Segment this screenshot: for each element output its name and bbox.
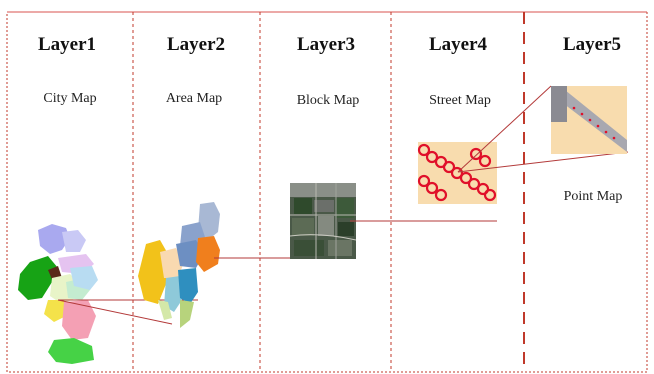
layer2-title: Layer2 xyxy=(167,34,225,55)
layer3-title: Layer3 xyxy=(297,34,355,55)
area-map-image xyxy=(138,202,220,328)
layer5-subtitle: Point Map xyxy=(564,189,623,204)
block-map-image xyxy=(289,183,357,259)
city-connector-b xyxy=(57,299,173,325)
layer3-subtitle: Block Map xyxy=(297,93,360,108)
layer4-title: Layer4 xyxy=(429,34,488,55)
point-markers xyxy=(572,106,616,140)
layer5-title: Layer5 xyxy=(563,34,621,55)
layer2-subtitle: Area Map xyxy=(166,91,222,106)
layer1-title: Layer1 xyxy=(38,34,96,55)
street-map-image xyxy=(417,142,497,204)
street-connector-b xyxy=(457,151,629,173)
street-markers xyxy=(417,143,497,202)
point-map-image xyxy=(551,86,627,154)
layer1-subtitle: City Map xyxy=(43,91,96,106)
city-map-image xyxy=(18,224,98,364)
layer4-subtitle: Street Map xyxy=(429,93,491,108)
street-connector-a xyxy=(457,85,552,173)
